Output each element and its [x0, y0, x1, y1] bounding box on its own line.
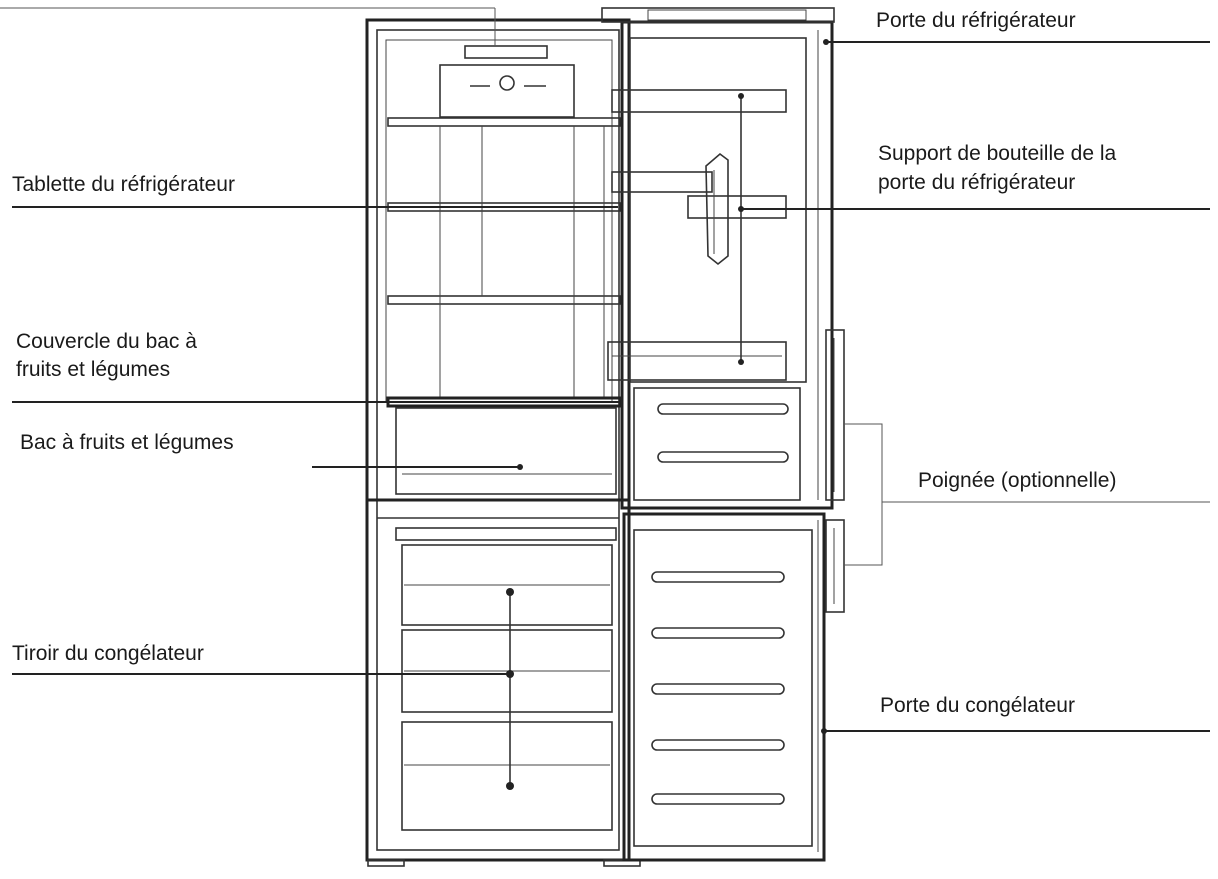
label-handle: Poignée (optionnelle)	[918, 469, 1116, 492]
label-crisper-cover-line2: fruits et légumes	[16, 358, 170, 381]
label-fridge-door: Porte du réfrigérateur	[876, 9, 1076, 32]
freezer-door	[622, 512, 826, 862]
handles	[825, 329, 883, 613]
labels: Porte du réfrigérateur Tablette du réfri…	[12, 9, 1116, 717]
label-freezer-door: Porte du congélateur	[880, 694, 1075, 717]
label-freezer-drawer: Tiroir du congélateur	[12, 642, 204, 665]
leader-lines	[0, 7, 1210, 734]
label-crisper-cover-line1: Couvercle du bac à	[16, 330, 197, 353]
label-crisper: Bac à fruits et légumes	[20, 431, 234, 454]
fridge-cabinet	[365, 18, 631, 862]
label-fridge-shelf: Tablette du réfrigérateur	[12, 173, 235, 196]
label-bottle-holder-line2: porte du réfrigérateur	[878, 171, 1075, 194]
freezer-drawers	[395, 527, 617, 831]
crisper-assembly	[386, 396, 622, 495]
fridge-door	[601, 7, 835, 510]
fridge-shelves	[387, 117, 621, 398]
label-bottle-holder-line1: Support de bouteille de la	[878, 142, 1116, 165]
control-panel	[439, 45, 575, 118]
